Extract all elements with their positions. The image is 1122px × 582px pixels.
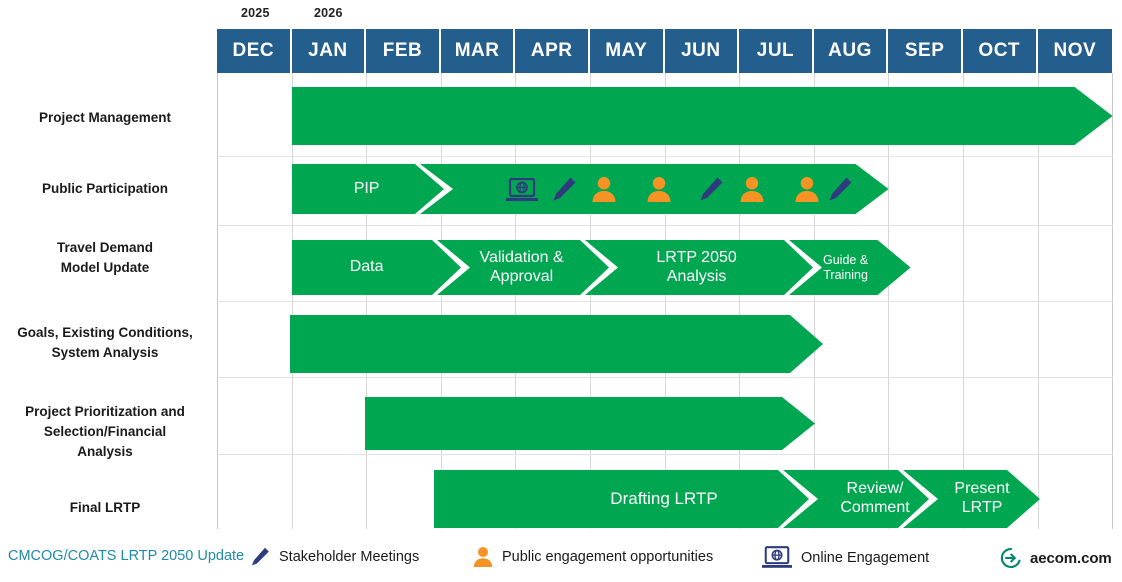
- segment-pip: PIP: [353, 179, 380, 197]
- row-label-final-lrtp: Final LRTP: [0, 488, 210, 528]
- legend-label: Stakeholder Meetings: [279, 549, 420, 565]
- segment-line: Approval: [490, 267, 554, 285]
- month-cell-mar: MAR: [440, 29, 516, 73]
- pencil-icon: [700, 177, 723, 201]
- pencil-icon: [553, 177, 576, 201]
- bar-project-management[interactable]: [291, 87, 1113, 145]
- segment-line: Present: [954, 480, 1010, 498]
- segment-present-lrtp: Present LRTP: [924, 470, 1040, 528]
- person-icon: [592, 177, 616, 202]
- year-label-2025: 2025: [241, 6, 270, 20]
- month-cell-apr: APR: [515, 29, 590, 73]
- pencil-icon: [829, 177, 852, 201]
- row-label-travel-demand-model-update: Travel Demand Model Update: [0, 237, 210, 279]
- bar-goals-existing-conditions[interactable]: [290, 315, 823, 373]
- row-label-public-participation: Public Participation: [0, 169, 210, 209]
- segment-line: Validation &: [479, 248, 564, 266]
- legend-label: Online Engagement: [801, 549, 930, 566]
- row-label-project-management: Project Management: [0, 98, 210, 138]
- aecom-label: aecom.com: [1030, 549, 1112, 567]
- bar-final-lrtp[interactable]: Drafting LRTP Review/ Comment Present LR…: [434, 470, 1040, 528]
- person-icon: [647, 177, 671, 202]
- month-cell-jan: JAN: [291, 29, 367, 73]
- month-cell-feb: FEB: [366, 29, 441, 73]
- segment-review-comment: Review/ Comment: [804, 470, 946, 528]
- person-icon: [795, 177, 819, 202]
- month-cell-jul: JUL: [739, 29, 814, 73]
- row-label-line: Public Participation: [41, 181, 169, 196]
- row-label-line: Model Update: [60, 260, 150, 275]
- row-label-line: Travel Demand: [56, 240, 154, 255]
- row-label-line: Project Prioritization and: [25, 404, 185, 419]
- laptop-icon: [506, 178, 538, 201]
- legend-item-stakeholder-meetings: Stakeholder Meetings: [250, 546, 419, 568]
- month-cell-jun: JUN: [664, 29, 740, 73]
- aecom-brand[interactable]: aecom.com: [1000, 547, 1112, 569]
- segment-line: Guide &: [823, 252, 869, 267]
- row-label-line: Final LRTP: [69, 500, 141, 515]
- segment-line: LRTP: [961, 499, 1003, 516]
- bar-public-participation[interactable]: PIP: [291, 164, 889, 214]
- row-label-line: Selection/Financial: [43, 424, 167, 439]
- segment-validation-approval: Validation & Approval: [452, 240, 592, 295]
- legend-item-public-engagement: Public engagement opportunities: [473, 546, 713, 568]
- month-cell-dec: DEC: [217, 29, 292, 73]
- legend-item-online-engagement: Online Engagement: [762, 546, 929, 569]
- segment-line: Training: [823, 267, 868, 282]
- chart-gridlines: [0, 73, 1122, 529]
- month-cell-sep: SEP: [888, 29, 963, 73]
- bar-project-prioritization[interactable]: [365, 397, 815, 450]
- month-cell-oct: OCT: [962, 29, 1038, 73]
- segment-guide-training: Guide & Training: [797, 240, 895, 295]
- aecom-logo-icon: [1000, 547, 1022, 569]
- legend-footer: CMCOG/COATS LRTP 2050 Update Stakeholder…: [0, 535, 1122, 582]
- legend-label: Public engagement opportunities: [502, 549, 714, 565]
- row-label-goals-existing-conditions: Goals, Existing Conditions, System Analy…: [0, 322, 210, 364]
- legend-project-title: CMCOG/COATS LRTP 2050 Update: [8, 548, 245, 564]
- row-label-line: System Analysis: [51, 345, 159, 360]
- segment-data: Data: [349, 258, 384, 276]
- row-label-project-prioritization: Project Prioritization and Selection/Fin…: [0, 401, 210, 463]
- laptop-icon: [762, 546, 792, 569]
- row-label-line: Goals, Existing Conditions,: [17, 325, 193, 340]
- year-label-2026: 2026: [314, 6, 343, 20]
- segment-line: Review/: [846, 480, 904, 498]
- month-cell-nov: NOV: [1037, 29, 1113, 73]
- person-icon: [740, 177, 764, 202]
- person-icon: [473, 546, 493, 568]
- month-header-row: DEC JAN FEB MAR APR MAY JUN JUL AUG SEP …: [217, 29, 1113, 73]
- segment-lrtp-2050-analysis: LRTP 2050 Analysis: [617, 240, 777, 295]
- pencil-icon: [250, 546, 270, 568]
- month-cell-may: MAY: [589, 29, 665, 73]
- row-label-line: Analysis: [77, 444, 133, 459]
- month-cell-aug: AUG: [813, 29, 889, 73]
- row-label-line: Project Management: [38, 110, 172, 125]
- segment-line: Analysis: [666, 267, 727, 285]
- segment-line: LRTP 2050: [656, 248, 737, 266]
- segment-line: Comment: [840, 499, 910, 516]
